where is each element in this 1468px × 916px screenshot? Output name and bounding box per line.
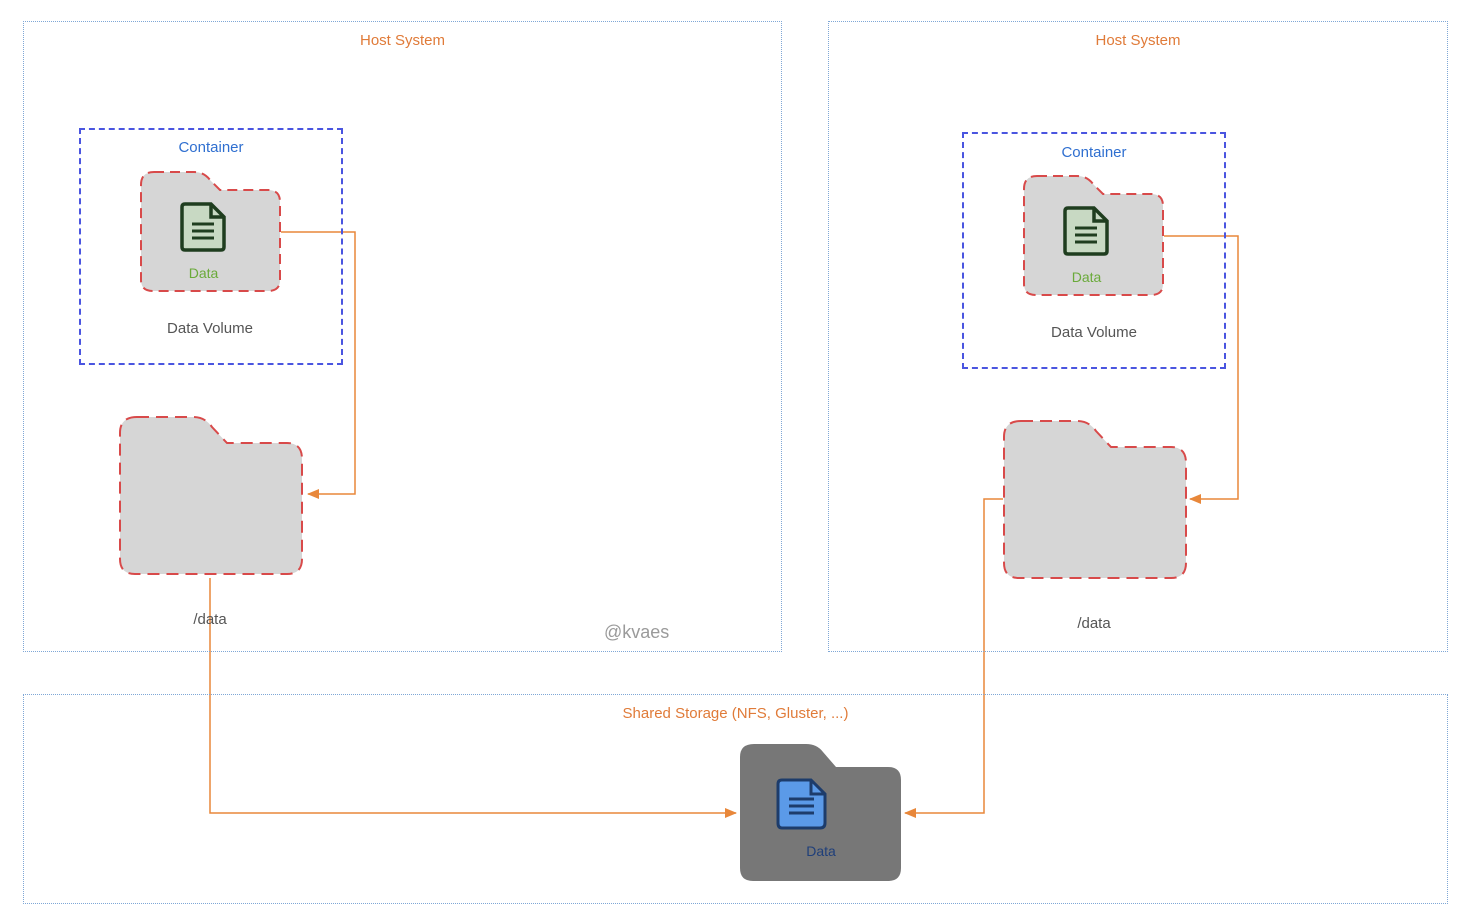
folder-icon <box>1003 420 1187 579</box>
host-system-right: Host System <box>828 21 1448 652</box>
container-right: Container <box>962 132 1226 369</box>
volume-caption-right: Data Volume <box>1051 324 1137 341</box>
host-folder-left <box>119 416 303 575</box>
host-system-left: Host System <box>23 21 782 652</box>
connector-left-host-to-shared <box>209 578 737 818</box>
host-folder-right-caption: /data <box>1077 615 1111 632</box>
document-icon <box>776 778 827 830</box>
watermark: @kvaes <box>604 622 670 642</box>
document-icon <box>1063 206 1109 256</box>
connector-right-host-to-shared <box>904 498 1003 818</box>
volume-folder-right: Data <box>1023 175 1164 296</box>
host-folder-left-caption: /data <box>193 611 227 628</box>
container-left: Container <box>79 128 343 365</box>
shared-storage-title: Shared Storage (NFS, Gluster, ...) <box>622 705 849 722</box>
volume-folder-left-label: Data <box>188 265 219 281</box>
volume-folder-right-label: Data <box>1071 269 1102 285</box>
container-left-title: Container <box>178 139 244 156</box>
host-system-left-title: Host System <box>359 32 446 49</box>
shared-storage: Shared Storage (NFS, Gluster, ...) <box>23 694 1448 904</box>
host-folder-right <box>1003 420 1187 579</box>
connector-right-volume-to-host <box>1164 235 1239 504</box>
volume-caption-left: Data Volume <box>167 320 253 337</box>
shared-folder-label: Data <box>806 843 836 859</box>
host-system-right-title: Host System <box>1095 32 1181 49</box>
connector-left-volume-to-host <box>281 231 356 499</box>
volume-folder-left: Data <box>140 171 281 292</box>
container-right-title: Container <box>1061 144 1127 161</box>
shared-folder: Data <box>740 744 902 882</box>
document-icon <box>180 202 226 252</box>
folder-icon <box>119 416 303 575</box>
